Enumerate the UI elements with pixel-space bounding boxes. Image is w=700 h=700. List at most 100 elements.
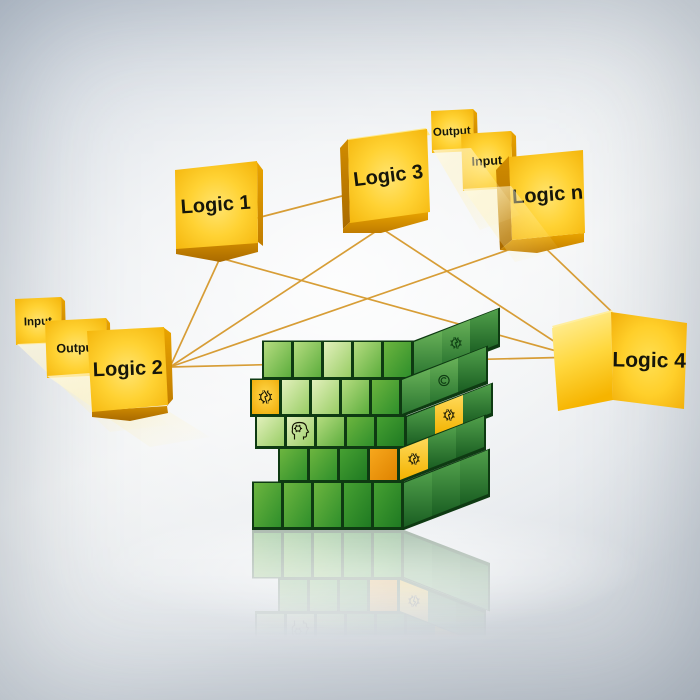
- gear-tooth: [269, 393, 273, 396]
- gear-tooth: [298, 430, 301, 433]
- logic3-node: Logic 3: [340, 128, 430, 233]
- logic2-label: Logic 2: [92, 357, 163, 381]
- cube-tile: [317, 417, 344, 446]
- connection-logic2-right-logic3-bottom: [169, 227, 382, 368]
- cube-tile: [370, 449, 397, 480]
- cube-side-tile: [460, 555, 488, 610]
- cube-tile: [384, 683, 411, 700]
- cube-tile: [257, 614, 284, 643]
- cube-tile: [374, 533, 401, 577]
- logic2-front-face: [87, 327, 168, 412]
- cube-tile: [370, 580, 397, 611]
- cube-tile: [312, 646, 339, 680]
- cube-tile: [324, 683, 351, 700]
- gear-tooth: [262, 656, 265, 659]
- copyright-c: [440, 676, 447, 683]
- gear-tooth: [295, 627, 298, 630]
- copyright-icon-tile: [438, 673, 450, 686]
- split-gear-icon-tile: [443, 639, 455, 652]
- cube-tile: [280, 580, 307, 611]
- split-gear-icon-tile: [408, 595, 420, 608]
- gear-tooth: [446, 418, 449, 421]
- gear-tooth: [452, 412, 455, 414]
- copyright-icon: [438, 374, 450, 387]
- cube-side-tile: [404, 533, 432, 588]
- cube-tile: [372, 646, 399, 680]
- green-cube: [250, 307, 500, 530]
- cube-tile: [342, 646, 369, 680]
- mind-gear-icon: [291, 620, 310, 639]
- gear-tooth: [450, 340, 453, 343]
- cube-tile: [324, 342, 351, 377]
- cube-tile: [287, 417, 314, 446]
- cube-tile: [264, 683, 291, 700]
- cube-tile: [377, 614, 404, 643]
- connection-logic3-bottom-logic4-left: [380, 227, 579, 358]
- split-gear-icon-tile: [408, 452, 420, 465]
- logic4-side-face: [552, 312, 613, 411]
- cube-side-tile: [407, 614, 435, 654]
- cube-side-tile: [460, 450, 488, 505]
- gear-tooth: [459, 340, 462, 342]
- gear-tooth: [459, 343, 462, 346]
- cube-tile: [344, 483, 371, 527]
- bolt-icon: [454, 337, 459, 349]
- light-streak: [463, 186, 560, 262]
- gear-tooth: [452, 646, 455, 648]
- cube-tile: [314, 533, 341, 577]
- gear-tooth: [408, 601, 411, 604]
- cube-tile: [344, 533, 371, 577]
- mind-gear-icon-tile: [291, 620, 310, 639]
- cube-tile: [312, 380, 339, 414]
- copyright-icon-tile: [438, 374, 450, 387]
- cube-tile: [284, 533, 311, 577]
- gear-tooth: [408, 456, 411, 459]
- connection-logic2-right-logicn-bottom: [169, 239, 538, 368]
- split-gear-icon-tile: [450, 336, 462, 349]
- gear-tooth: [452, 415, 455, 418]
- cube-tile: [282, 380, 309, 414]
- gear-tooth: [450, 344, 453, 346]
- logic3-bottom-face: [343, 211, 428, 233]
- cube-tile: [310, 580, 337, 611]
- split-gear-icon-tile: [443, 408, 455, 421]
- cube-tile: [384, 342, 411, 377]
- cube-tile: [314, 483, 341, 527]
- cube-tile: [354, 342, 381, 377]
- gear-tooth: [417, 456, 420, 458]
- gear-tooth: [408, 598, 411, 600]
- cube-side-tile: [470, 309, 498, 355]
- gear-tooth: [446, 639, 449, 642]
- cube-side-tile: [428, 427, 456, 469]
- gear-tooth: [262, 401, 265, 404]
- split-gear-icon-tile: [258, 389, 273, 405]
- gear-tooth: [258, 664, 262, 667]
- cube-side-tile: [402, 369, 430, 414]
- gear-tooth: [453, 346, 456, 349]
- cube-tile: [280, 449, 307, 480]
- gear-tooth: [269, 398, 273, 401]
- bolt-icon: [412, 453, 417, 465]
- cube-side-tile: [432, 544, 460, 599]
- cube-tile: [347, 614, 374, 643]
- cube-tile: [257, 417, 284, 446]
- gear-tooth: [443, 416, 446, 418]
- cube-tile: [282, 646, 309, 680]
- gear-tooth: [443, 645, 446, 648]
- cube-side-tile: [456, 602, 484, 644]
- cube-tile: [374, 483, 401, 527]
- input-left-label: Input: [24, 316, 53, 329]
- logic3-side-face: [340, 139, 350, 229]
- logic4-front-face: [611, 312, 687, 409]
- logic3-front-face: [348, 129, 430, 223]
- gear-tooth: [258, 398, 262, 401]
- cube-tile: [317, 614, 344, 643]
- cube-tile: [377, 417, 404, 446]
- cube-side-tile: [463, 384, 491, 424]
- gear-tooth: [443, 642, 446, 644]
- gear-tooth: [298, 627, 301, 630]
- gear-tooth: [298, 633, 301, 636]
- cube-side-tile: [458, 668, 486, 700]
- cube-tile: [354, 683, 381, 700]
